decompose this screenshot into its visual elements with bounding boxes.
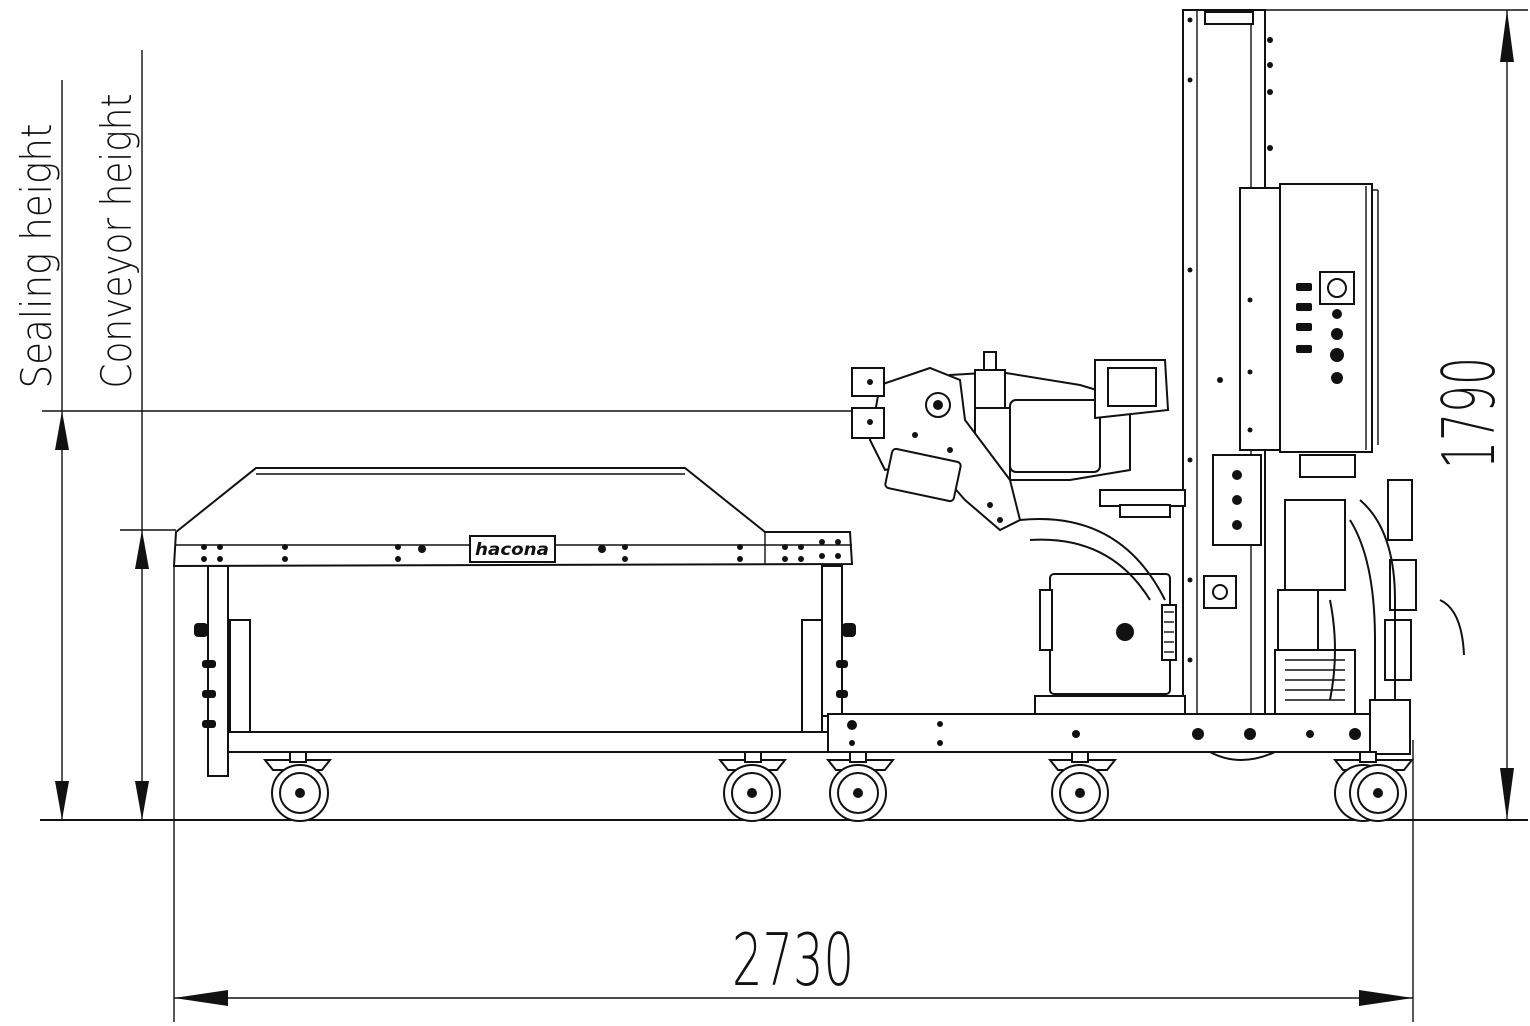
machine-caster-2 [1047, 751, 1118, 822]
conveyor-unit: hacona [172, 467, 856, 822]
motor-housing [1284, 499, 1346, 591]
total-length-dimension [174, 990, 1413, 1006]
sealing-machine [827, 9, 1465, 755]
control-panel [1247, 271, 1355, 433]
control-cabinet [1279, 183, 1373, 453]
cylinder-cap [974, 369, 1006, 409]
gripper-motor [884, 447, 962, 503]
conveyor-height-dimension [135, 530, 149, 820]
conveyor-height-label: Conveyor height [92, 94, 141, 389]
brand-logo-text: hacona [475, 540, 549, 560]
sealing-head-housing [1049, 573, 1171, 695]
sealing-height-dimension [55, 411, 69, 820]
total-length-value: 2730 [732, 918, 854, 1002]
control-cabinet-hinge [1239, 187, 1281, 451]
conveyor-leg-left [207, 565, 229, 777]
conveyor-caster-left [262, 751, 333, 822]
conveyor-caster-right [717, 751, 788, 822]
brand-logo-plate [469, 535, 556, 563]
gripper-linkage [868, 366, 1022, 532]
main-switch [1319, 271, 1355, 305]
sealing-height-label: Sealing height [12, 124, 61, 389]
swing-arm-curve [1019, 518, 1166, 601]
total-height-dimension [1500, 10, 1514, 820]
machine-caster-3 [1332, 751, 1415, 822]
conveyor-bottom-frame [227, 731, 829, 753]
conveyor-cover [172, 467, 854, 568]
machine-underside-detail [1209, 751, 1276, 761]
machine-caster-1 [825, 751, 896, 822]
machine-base-frame [827, 713, 1411, 753]
total-height-value: 1790 [1427, 357, 1511, 469]
valve-unit [1203, 575, 1237, 609]
